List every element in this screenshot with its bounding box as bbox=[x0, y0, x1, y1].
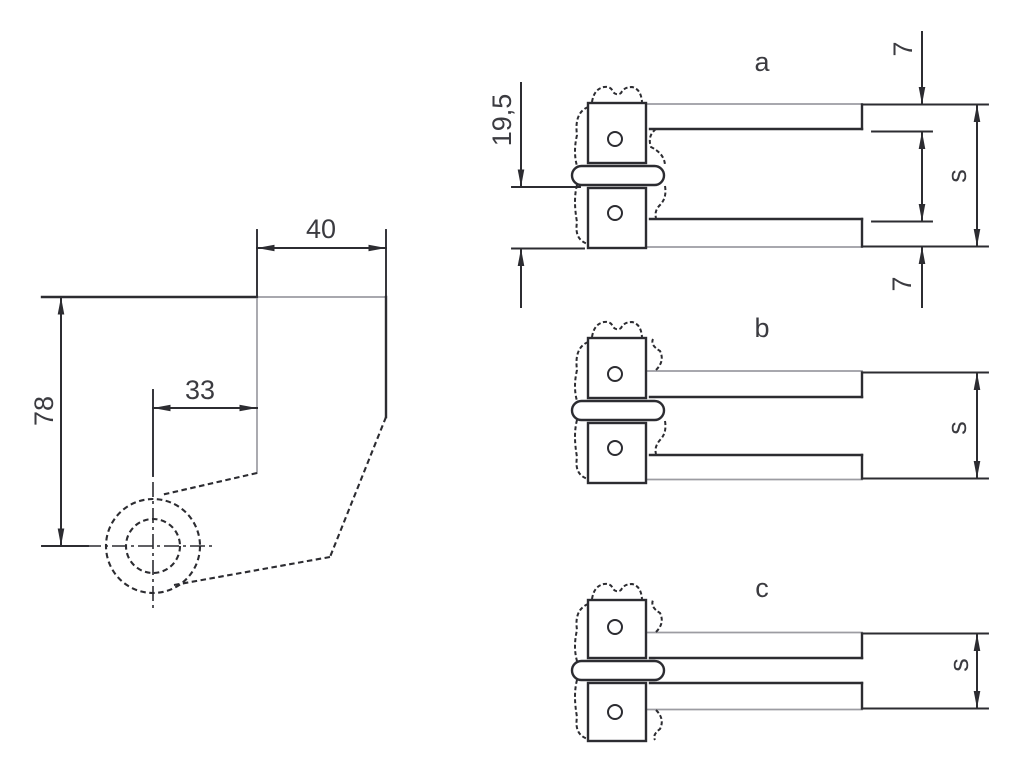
rivet-hole bbox=[607, 205, 623, 221]
dashed-contour-right bbox=[651, 338, 663, 371]
dashed-contour-right bbox=[654, 420, 667, 455]
dimension-label-span: s bbox=[944, 658, 974, 672]
view-label-a: a bbox=[754, 47, 770, 77]
variant-view-a: a 19,5 bbox=[487, 31, 989, 308]
rivet-hole bbox=[607, 704, 623, 720]
dashed-contour-top bbox=[591, 582, 643, 600]
dashed-contour-right bbox=[654, 185, 667, 219]
arrowhead-down bbox=[973, 691, 981, 709]
dashed-contour-top bbox=[591, 85, 643, 103]
arrowhead-down bbox=[517, 169, 525, 187]
dimension-label-top-thickness: 7 bbox=[888, 41, 918, 56]
arrowhead-up bbox=[517, 248, 525, 266]
view-label-b: b bbox=[754, 313, 769, 343]
dimension-label-span: s bbox=[942, 169, 972, 183]
arrowhead-right bbox=[368, 244, 386, 252]
arrowhead-left bbox=[257, 244, 275, 252]
rivet-hole bbox=[607, 619, 623, 635]
head-pivot-pill bbox=[570, 399, 666, 422]
dimension-label-span: s bbox=[942, 421, 972, 435]
dashed-contour-left bbox=[574, 184, 589, 245]
arrowhead-down bbox=[57, 528, 65, 546]
dashed-contour-right bbox=[651, 599, 663, 633]
head-pivot-pill bbox=[570, 164, 666, 187]
variant-view-b: b s bbox=[570, 313, 989, 485]
dashed-contour-right bbox=[653, 709, 663, 741]
dimension-label-bottom-thickness: 7 bbox=[887, 276, 917, 291]
dashed-outline-segment bbox=[160, 471, 258, 497]
arrowhead-left bbox=[153, 404, 171, 412]
rivet-hole bbox=[607, 440, 623, 456]
arrowhead-down bbox=[973, 461, 981, 479]
dashed-contour-right bbox=[648, 128, 666, 167]
dashed-outline-segment bbox=[173, 555, 331, 587]
arrowhead-down bbox=[918, 204, 926, 222]
dashed-outline-segment bbox=[329, 416, 387, 558]
arrowhead-right bbox=[239, 404, 257, 412]
view-label-c: c bbox=[755, 573, 769, 603]
rivet-hole bbox=[607, 366, 623, 382]
dimension-label-head-depth: 19,5 bbox=[487, 94, 517, 147]
arrowhead-up bbox=[918, 131, 926, 149]
dimension-label-height: 78 bbox=[29, 396, 59, 426]
dashed-contour-left bbox=[574, 419, 589, 480]
dimension-label-top-width: 40 bbox=[306, 214, 336, 244]
arrowhead-down bbox=[973, 229, 981, 247]
dashed-contour-left bbox=[574, 679, 589, 740]
dashed-contour-top bbox=[591, 320, 643, 338]
arrowhead-up bbox=[918, 246, 926, 264]
variant-view-c: c s bbox=[570, 573, 989, 743]
dashed-contour-left bbox=[574, 341, 589, 402]
dashed-contour-left bbox=[574, 603, 589, 662]
arrowhead-up bbox=[973, 633, 981, 651]
head-pivot-pill bbox=[570, 659, 666, 682]
arrowhead-up bbox=[973, 104, 981, 122]
arrowhead-up bbox=[57, 297, 65, 315]
dimension-label-hole-offset: 33 bbox=[185, 375, 215, 405]
arrowhead-up bbox=[973, 372, 981, 390]
rivet-hole bbox=[607, 131, 623, 147]
left-view: 40 33 78 bbox=[29, 214, 388, 610]
arrowhead-down bbox=[918, 87, 926, 105]
dashed-contour-left bbox=[574, 106, 589, 167]
